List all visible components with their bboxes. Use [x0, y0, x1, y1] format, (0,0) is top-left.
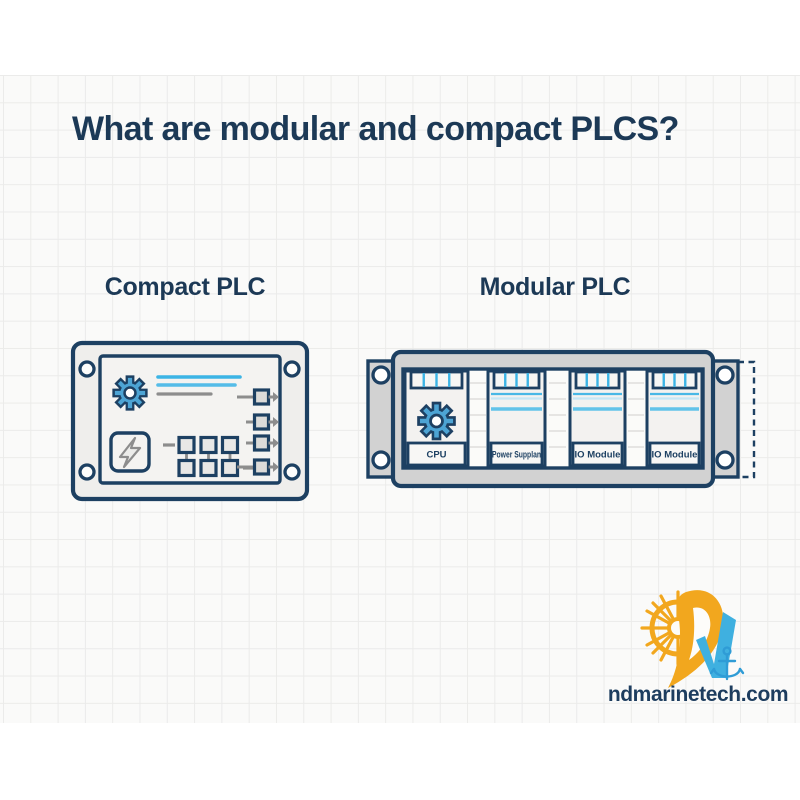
- module-io-1: IO Module: [568, 369, 627, 468]
- module-label: IO Module: [575, 450, 621, 461]
- module-label: Power Supplan: [492, 450, 541, 461]
- lightning-icon: [118, 436, 142, 469]
- io-ports: [237, 388, 279, 476]
- module-label-box: [406, 441, 467, 467]
- rack-rail-gaps: [470, 382, 644, 448]
- anchor-icon: [709, 646, 745, 681]
- screw-hole-icon: [715, 365, 735, 385]
- letter-d-counter: [689, 607, 711, 660]
- screw-hole-icon: [78, 463, 96, 481]
- screw-hole-icon: [283, 463, 301, 481]
- module-io-2: IO Module: [645, 369, 704, 468]
- expansion-slot-dashed-outline: [736, 360, 756, 479]
- compact-plc-heading: Compact PLC: [104, 273, 266, 301]
- rack-screw-holes: [371, 365, 735, 470]
- io-port-arrow: [246, 434, 279, 452]
- brand-domain-text: ndmarinetech.com: [607, 683, 789, 706]
- power-block: [109, 431, 151, 473]
- module-stripe-lines: [491, 392, 542, 411]
- io-port-arrow: [246, 413, 279, 431]
- modular-plc-diagram: CPU Power Supplan: [366, 349, 756, 489]
- module-label-box: [489, 441, 544, 467]
- screw-hole-icon: [715, 450, 735, 470]
- modular-plc-heading: Modular PLC: [479, 273, 631, 301]
- module-label-box: [648, 441, 701, 467]
- compact-display-lines: [156, 375, 242, 396]
- module-power-supply: Power Supplan: [486, 369, 547, 468]
- screw-hole-icon: [283, 360, 301, 378]
- gear-icon: [417, 402, 456, 441]
- io-port-arrow: [237, 388, 279, 406]
- brand-logo: [640, 590, 745, 688]
- module-stripe-lines: [650, 392, 699, 411]
- module-cpu: CPU: [403, 369, 470, 468]
- module-label-box: [571, 441, 624, 467]
- gear-icon: [112, 375, 147, 410]
- module-stripe-lines: [573, 392, 622, 411]
- logic-block-icon: [163, 435, 254, 478]
- compact-screw-holes: [78, 360, 301, 481]
- module-label: IO Module: [652, 450, 698, 461]
- screw-hole-icon: [371, 365, 391, 385]
- screw-hole-icon: [78, 360, 96, 378]
- compact-plc-diagram: [70, 340, 310, 502]
- module-label: CPU: [426, 450, 446, 461]
- io-port-arrow: [237, 458, 279, 476]
- page-title: What are modular and compact PLCS?: [72, 110, 679, 148]
- screw-hole-icon: [371, 450, 391, 470]
